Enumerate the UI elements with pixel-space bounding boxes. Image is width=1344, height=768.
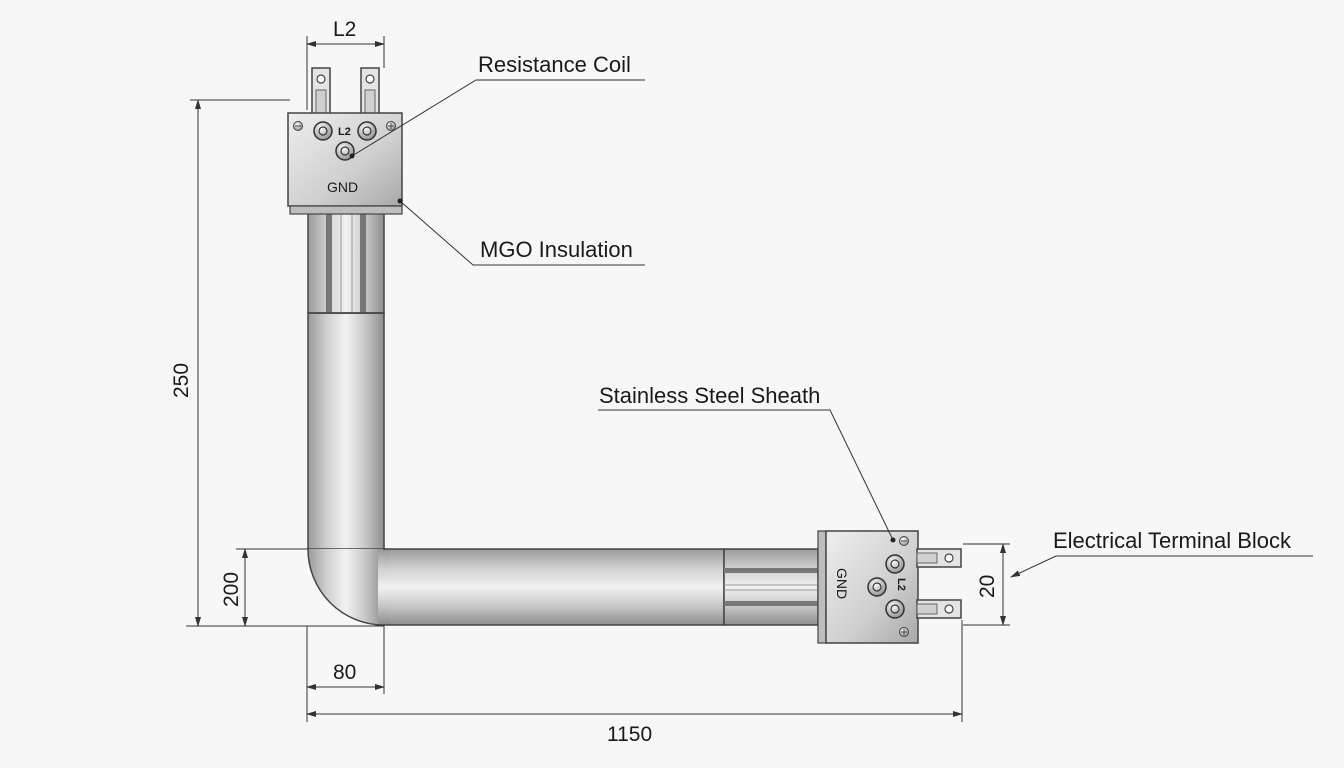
dimension-200-label: 200 <box>220 572 243 607</box>
callout-leaders <box>349 79 1313 578</box>
terminal-screw-icon <box>867 577 887 597</box>
stainless-steel-sheath-label: Stainless Steel Sheath <box>599 383 820 408</box>
screw-icon <box>899 536 909 546</box>
right-terminal-pin-bottom <box>916 599 962 619</box>
mgo-insulation-top <box>307 212 385 314</box>
top-terminal-gnd-label: GND <box>327 179 358 195</box>
sheath-bend <box>308 549 384 625</box>
top-terminal-l2-label: L2 <box>338 126 351 138</box>
dimension-lines <box>186 36 1010 722</box>
electrical-terminal-block-label: Electrical Terminal Block <box>1053 528 1292 553</box>
top-terminal-pin-right <box>360 67 380 115</box>
terminal-screw-icon <box>335 141 355 161</box>
mgo-insulation-label: MGO Insulation <box>480 237 633 262</box>
top-terminal-pin-left <box>311 67 331 115</box>
screw-icon <box>386 121 396 131</box>
stainless-steel-sheath <box>307 312 725 626</box>
mgo-insulation-right <box>723 548 819 626</box>
terminal-screw-icon <box>357 121 377 141</box>
dimension-1150-label: 1150 <box>607 723 652 746</box>
top-terminal-block: L2 GND <box>287 67 403 215</box>
resistance-coil-label: Resistance Coil <box>478 52 631 77</box>
horizontal-sheath <box>383 548 725 626</box>
terminal-screw-icon <box>313 121 333 141</box>
dimension-20-label: 20 <box>976 575 999 598</box>
screw-icon <box>899 627 909 637</box>
terminal-screw-icon <box>885 599 905 619</box>
dimension-250-label: 250 <box>170 363 193 398</box>
right-terminal-pin-top <box>916 548 962 568</box>
right-terminal-block: GND L2 <box>817 530 962 644</box>
vertical-sheath <box>307 312 385 550</box>
screw-icon <box>293 121 303 131</box>
right-terminal-l2-label: L2 <box>895 578 907 591</box>
dimension-80-label: 80 <box>333 661 356 684</box>
right-terminal-gnd-label: GND <box>834 568 850 599</box>
terminal-screw-icon <box>885 554 905 574</box>
dimension-l2-label: L2 <box>333 18 356 41</box>
